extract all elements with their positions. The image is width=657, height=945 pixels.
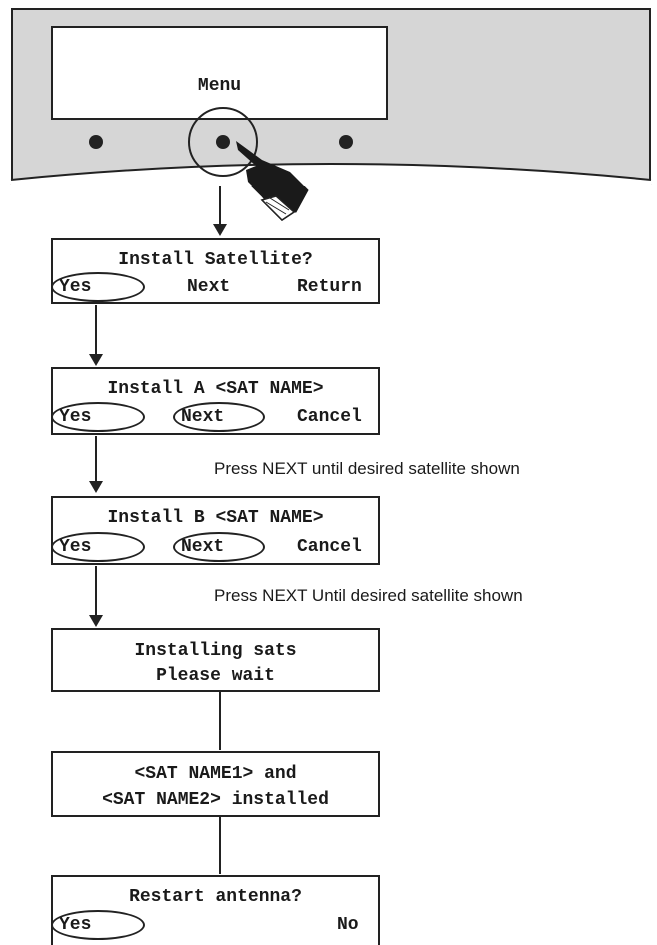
note-press-next-a: Press NEXT until desired satellite shown [214,459,520,478]
option-circle [173,532,265,562]
screen-install-b: Install B <SAT NAME> Yes Next Cancel [51,496,380,565]
screen-line-2: <SAT NAME2> installed [102,790,329,810]
option-circle [173,402,265,432]
screen-title: Install Satellite? [118,250,313,270]
option-circle [51,402,145,432]
option-no: No [337,915,359,935]
screen-restart-antenna: Restart antenna? Yes No [51,875,380,945]
option-circle [51,272,145,302]
option-cancel: Cancel [297,407,362,427]
option-next: Next [187,277,231,297]
option-cancel: Cancel [297,537,362,557]
option-circle [51,910,145,940]
screen-installing: Installing sats Please wait [51,628,380,692]
note-press-next-b: Press NEXT Until desired satellite shown [214,586,523,605]
device-lcd: Menu [51,26,388,120]
screen-install-a: Install A <SAT NAME> Yes Next Cancel [51,367,380,435]
screen-line-1: Installing sats [134,641,297,661]
screen-title: Restart antenna? [129,887,302,907]
screen-line-1: <SAT NAME1> and [134,764,297,784]
arrow-head [213,224,227,236]
screen-title: Install B <SAT NAME> [107,508,324,528]
option-circle [51,532,145,562]
option-return: Return [297,277,362,297]
screen-install-satellite: Install Satellite? Yes Next Return [51,238,380,304]
screen-installed: <SAT NAME1> and <SAT NAME2> installed [51,751,380,817]
screen-line-2: Please wait [156,666,275,686]
screen-title: Install A <SAT NAME> [107,379,324,399]
lcd-menu-text: Menu [197,76,242,96]
